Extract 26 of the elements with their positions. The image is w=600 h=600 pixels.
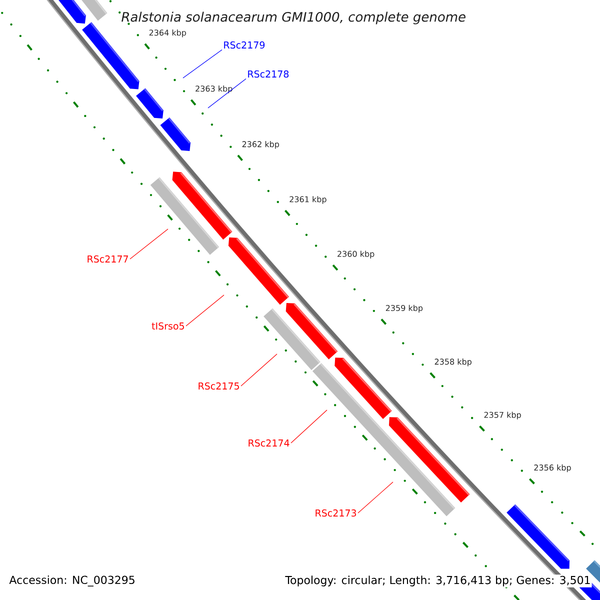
tick-label: 2362 kbp: [242, 141, 280, 149]
leader-line: [208, 78, 246, 108]
gene-label: RSc2173: [316, 509, 356, 517]
tick-label: 2357 kbp: [484, 412, 521, 420]
gene-label: RSc2175: [198, 382, 239, 390]
tick-label: 2359 kbp: [386, 304, 423, 313]
tick-label: 2361 kbp: [290, 196, 326, 204]
tick-label: 2364 kbp: [149, 30, 186, 38]
leader-line: [130, 228, 168, 260]
tick-label: 2360 kbp: [338, 250, 374, 258]
gene-label: RSc2177: [88, 255, 128, 263]
tick-label: 2356 kbp: [534, 464, 571, 472]
tick-label: 2358 kbp: [434, 358, 472, 366]
gene-label: RSc2178: [248, 70, 289, 78]
leader-line: [186, 294, 224, 326]
leader-line: [182, 50, 222, 78]
tick-label: 2363 kbp: [196, 85, 232, 94]
title: Ralstonia solanacearum GMI1000, complete genome: [122, 12, 466, 24]
leader-line: [240, 354, 278, 386]
leader-line: [290, 410, 328, 444]
leader-line: [358, 482, 394, 514]
gene-label: RSc2179: [224, 41, 265, 49]
gene-label: tISrso5: [152, 322, 184, 330]
gene-label: RSc2174: [248, 439, 290, 447]
accession-text: Accession: NC_003295: [9, 576, 134, 586]
genome-info-text: Topology: circular; Length: 3,716,413 bp; Genes: 3,501: [284, 574, 592, 588]
